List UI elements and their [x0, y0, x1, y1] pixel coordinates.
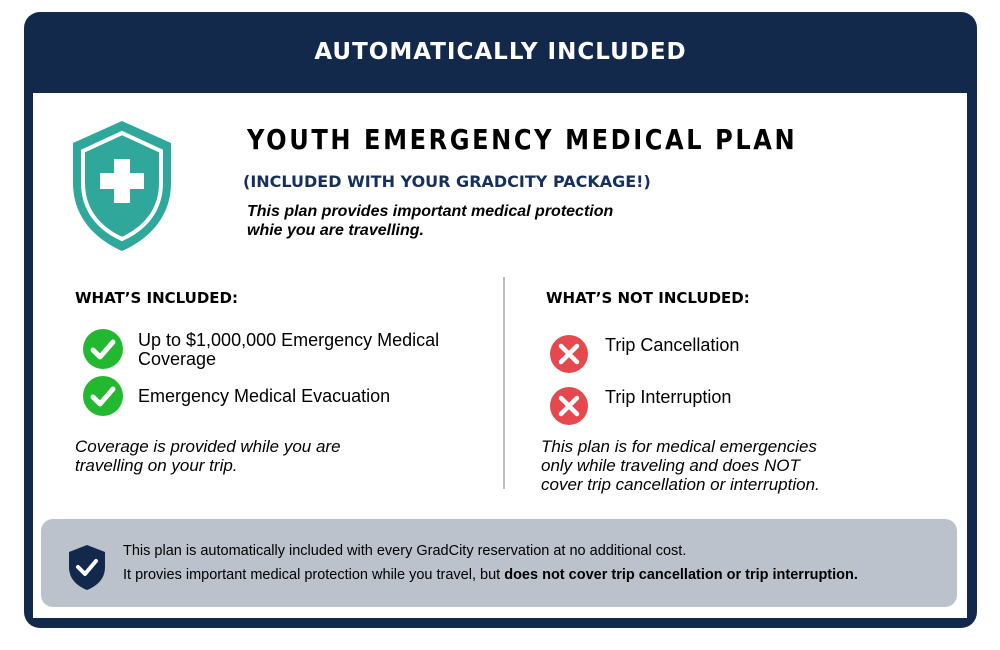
- included-item: Up to $1,000,000 Emergency Medical Cover…: [82, 328, 439, 370]
- not-included-note-line: only while traveling and does NOT: [541, 456, 800, 475]
- footer-text-line2: It provies important medical protection …: [123, 567, 858, 583]
- included-item-label: Up to $1,000,000 Emergency Medical Cover…: [138, 331, 439, 369]
- included-note-line: travelling on your trip.: [75, 456, 238, 475]
- plan-subtitle: (INCLUDED WITH YOUR GRADCITY PACKAGE!): [243, 172, 651, 191]
- included-item-label-line: Coverage: [138, 349, 217, 369]
- plan-description-line: whie you are travelling.: [247, 222, 424, 239]
- included-item-label-line: Up to $1,000,000 Emergency Medical: [138, 330, 440, 350]
- plan-description-line: This plan provides important medical pro…: [247, 203, 614, 220]
- footer-text-line1: This plan is automatically included with…: [123, 543, 687, 559]
- footer-banner: This plan is automatically included with…: [41, 519, 957, 607]
- not-included-note: This plan is for medical emergencies onl…: [541, 437, 820, 494]
- plan-title: YOUTH EMERGENCY MEDICAL PLAN: [247, 123, 798, 156]
- x-circle-icon: [550, 335, 588, 373]
- included-item: Emergency Medical Evacuation: [82, 375, 390, 417]
- medical-shield-icon: [73, 121, 171, 251]
- not-included-item-label: Trip Interruption: [605, 387, 732, 407]
- not-included-item: Trip Interruption: [548, 385, 731, 427]
- plan-card: AUTOMATICALLY INCLUDED YOUTH EMERGENCY M…: [24, 12, 977, 628]
- shield-check-icon: [69, 545, 105, 590]
- check-circle-icon: [83, 376, 123, 416]
- included-item-label: Emergency Medical Evacuation: [138, 386, 391, 406]
- not-included-heading: WHAT’S NOT INCLUDED:: [546, 289, 750, 307]
- x-circle-icon: [550, 387, 588, 425]
- included-note: Coverage is provided while you are trave…: [75, 437, 341, 475]
- plan-description: This plan provides important medical pro…: [247, 202, 687, 240]
- not-included-note-line: This plan is for medical emergencies: [541, 437, 817, 456]
- included-note-line: Coverage is provided while you are: [75, 437, 341, 456]
- check-circle-icon: [83, 329, 123, 369]
- not-included-item: Trip Cancellation: [548, 333, 739, 375]
- header-title: AUTOMATICALLY INCLUDED: [314, 39, 687, 65]
- footer-text-regular: It provies important medical protection …: [123, 567, 505, 583]
- included-heading: WHAT’S INCLUDED:: [75, 289, 238, 307]
- card-body: YOUTH EMERGENCY MEDICAL PLAN (INCLUDED W…: [33, 93, 967, 618]
- footer-text-bold: does not cover trip cancellation or trip…: [504, 567, 858, 583]
- column-divider: [503, 277, 505, 489]
- card-header: AUTOMATICALLY INCLUDED: [24, 12, 977, 92]
- not-included-item-label: Trip Cancellation: [605, 335, 740, 355]
- not-included-note-line: cover trip cancellation or interruption.: [541, 475, 820, 494]
